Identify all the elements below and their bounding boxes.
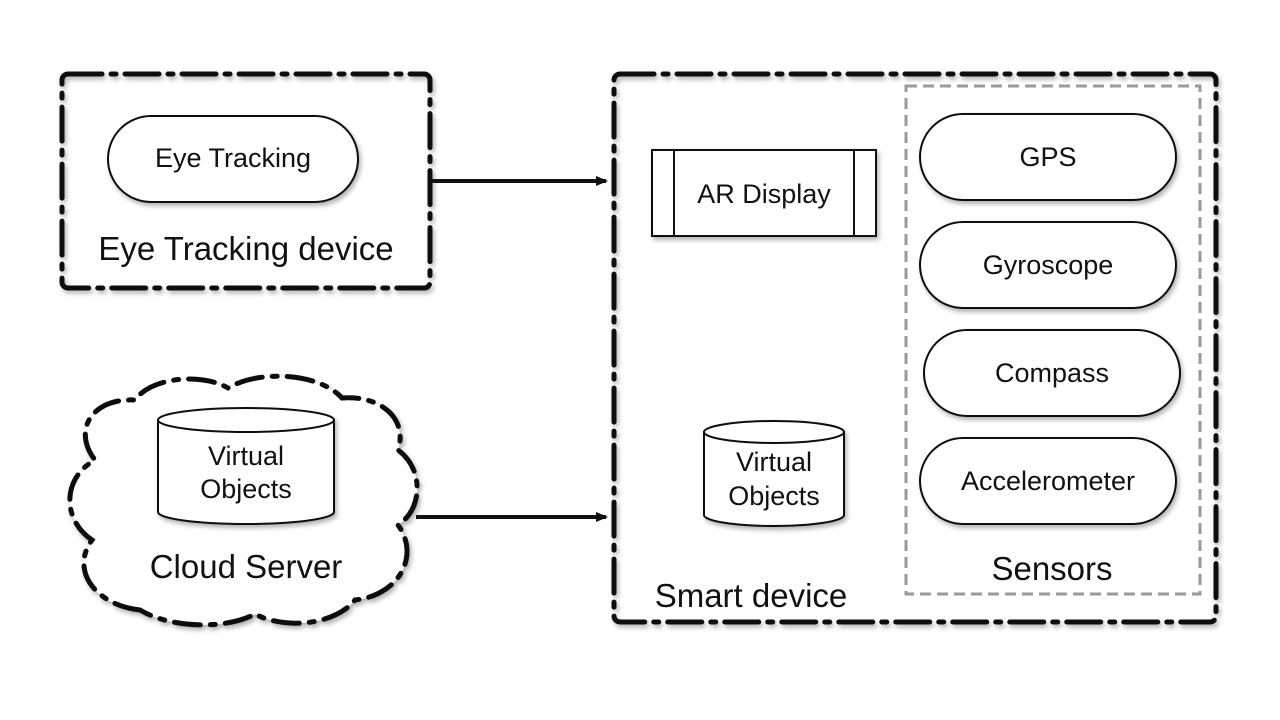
sensor-compass-node xyxy=(923,329,1181,417)
smart-database-label-line1: Virtual xyxy=(736,447,812,477)
sensor-gps-label: GPS xyxy=(1019,142,1076,172)
cloud-database-label-line1: Virtual xyxy=(208,441,284,471)
cloud-server-title: Cloud Server xyxy=(150,548,343,585)
sensors-group: GPS Gyroscope Compass Accelerometer Sens… xyxy=(904,84,1202,596)
sensor-accelerometer-node xyxy=(919,437,1177,525)
ar-display-box xyxy=(651,149,877,237)
sensor-gyroscope-node xyxy=(919,221,1177,309)
smart-database-label-line2: Objects xyxy=(728,481,820,511)
smart-database-cylinder xyxy=(703,420,845,527)
eye-tracking-node-label: Eye Tracking xyxy=(155,143,311,173)
cloud-server-group: Virtual Objects Cloud Server xyxy=(67,373,420,628)
cloud-database-label-line2: Objects xyxy=(200,474,292,504)
smart-device-title: Smart device xyxy=(655,577,848,614)
sensors-border xyxy=(904,84,1202,596)
cloud-database-cylinder xyxy=(157,407,335,525)
ar-display-label: AR Display xyxy=(697,179,831,209)
eye-tracking-node xyxy=(107,115,359,203)
sensor-gyroscope-label: Gyroscope xyxy=(983,250,1114,280)
sensor-compass-label: Compass xyxy=(995,358,1109,388)
sensor-gps-node xyxy=(919,113,1177,201)
smart-device-group: AR Display Virtual Objects Smart device … xyxy=(611,71,1219,625)
eye-tracking-device-border xyxy=(59,71,433,291)
eye-tracking-device-title: Eye Tracking device xyxy=(98,230,393,267)
sensor-accelerometer-label: Accelerometer xyxy=(961,466,1135,496)
sensors-title: Sensors xyxy=(991,550,1112,587)
smart-device-border xyxy=(611,71,1219,625)
eye-tracking-device-group: Eye Tracking Eye Tracking device xyxy=(59,71,433,291)
